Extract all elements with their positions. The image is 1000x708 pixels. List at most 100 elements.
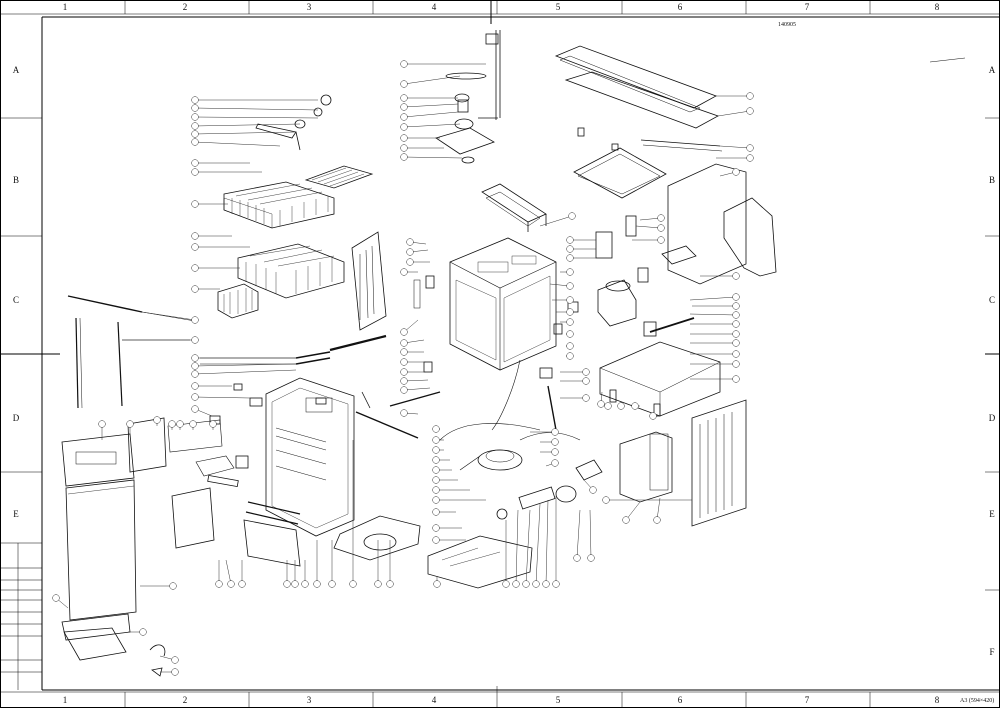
callout-bubble <box>400 103 408 111</box>
callout-bubble <box>522 580 530 588</box>
leader-line <box>719 145 751 149</box>
callout-bubble <box>400 386 408 394</box>
callout-bubble <box>400 268 408 276</box>
row-label: B <box>12 175 19 185</box>
side-insulation-panel <box>351 231 387 331</box>
callout-bubble <box>566 254 574 262</box>
leader-line <box>689 313 737 316</box>
leader-line <box>141 311 196 321</box>
part-callouts <box>52 60 754 676</box>
callout-bubble <box>227 580 235 588</box>
upper-basket <box>223 181 335 229</box>
callout-bubble <box>406 258 414 266</box>
callout-bubble <box>400 123 408 131</box>
leader-line <box>403 379 429 382</box>
callout-bubble <box>301 580 309 588</box>
callout-bubble <box>732 302 740 310</box>
leader-line <box>689 296 737 301</box>
callout-bubble <box>400 377 408 385</box>
callout-bubble <box>597 400 605 408</box>
row-label: C <box>12 295 19 305</box>
inner-door <box>265 377 355 537</box>
callout-bubble <box>191 138 199 146</box>
callout-bubble <box>589 486 597 494</box>
callout-bubble <box>191 382 199 390</box>
callout-bubble <box>400 409 408 417</box>
callout-bubble <box>191 354 199 362</box>
leader-line <box>194 116 319 119</box>
row-label: E <box>989 509 995 519</box>
right-side-panel <box>691 399 747 527</box>
leader-line <box>225 559 232 585</box>
callout-bubble <box>400 339 408 347</box>
col-label: 1 <box>62 695 68 705</box>
callout-bubble <box>746 107 754 115</box>
row-label: A <box>12 65 20 75</box>
tub-cabinet <box>449 237 557 371</box>
callout-bubble <box>191 96 199 104</box>
parts-line-art <box>61 30 966 677</box>
callout-bubble <box>400 368 408 376</box>
callout-bubble <box>400 153 408 161</box>
callout-bubble <box>732 339 740 347</box>
leader-line <box>194 369 297 375</box>
callout-bubble <box>732 272 740 280</box>
callout-bubble <box>191 405 199 413</box>
leader-line <box>403 156 463 159</box>
drying-fan <box>649 245 697 333</box>
callout-bubble <box>432 466 440 474</box>
leader-line <box>589 509 592 559</box>
callout-bubble <box>502 580 510 588</box>
door-trim-strips <box>243 501 301 567</box>
row-label: D <box>12 413 20 423</box>
callout-bubble <box>191 159 199 167</box>
callout-bubble <box>551 438 559 446</box>
col-label: 5 <box>555 2 561 12</box>
leader-line <box>535 503 541 585</box>
leader-line <box>403 75 461 85</box>
callout-bubble <box>328 580 336 588</box>
callout-bubble <box>406 248 414 256</box>
leader-line <box>625 501 641 521</box>
col-label: 6 <box>677 695 683 705</box>
callout-bubble <box>617 402 625 410</box>
callout-bubble <box>602 496 610 504</box>
callout-bubble <box>291 580 299 588</box>
callout-bubble <box>432 496 440 504</box>
leader-line <box>403 387 431 391</box>
heating-rod <box>355 391 441 439</box>
callout-bubble <box>191 200 199 208</box>
leader-line <box>545 499 549 585</box>
leader-line <box>194 396 251 399</box>
callout-bubble <box>566 318 574 326</box>
callout-bubble <box>566 296 574 304</box>
callout-bubble <box>168 420 176 428</box>
callout-bubble <box>191 168 199 176</box>
leader-line <box>717 110 751 117</box>
col-label: 5 <box>555 695 561 705</box>
upper-rail <box>481 183 547 232</box>
col-label: 6 <box>677 2 683 12</box>
callout-bubble <box>622 516 630 524</box>
callout-bubble <box>191 336 199 344</box>
callout-bubble <box>98 420 106 428</box>
callout-bubble <box>191 362 199 370</box>
leader-line <box>635 225 662 229</box>
callout-bubble <box>313 580 321 588</box>
water-softener <box>597 279 637 327</box>
callout-bubble <box>566 330 574 338</box>
callout-bubble <box>432 486 440 494</box>
leader-line <box>194 107 319 111</box>
callout-bubble <box>171 668 179 676</box>
callout-bubble <box>191 104 199 112</box>
callout-bubble <box>400 113 408 121</box>
callout-bubble <box>52 594 60 602</box>
callout-bubble <box>191 232 199 240</box>
leader-line <box>403 111 459 118</box>
callout-bubble <box>566 308 574 316</box>
callout-bubble <box>349 580 357 588</box>
row-label: E <box>13 509 19 519</box>
callout-bubble <box>191 370 199 378</box>
row-label: C <box>988 295 995 305</box>
